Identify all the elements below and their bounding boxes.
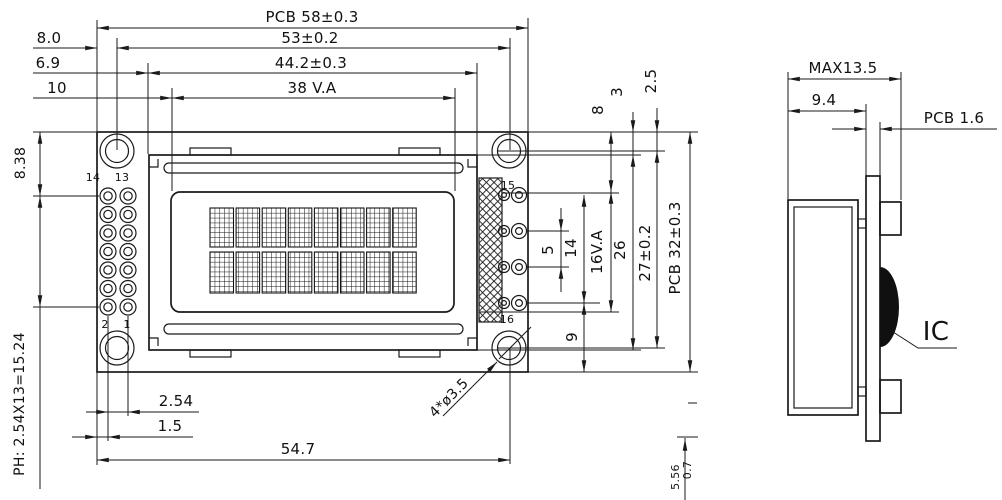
dim-pin-pitch: 2.54: [159, 392, 194, 410]
pin-label-1: 1: [123, 318, 130, 331]
dim-cut-a: 5.56: [669, 464, 682, 490]
bezel-corner-steps: [149, 159, 477, 346]
dim-pcb-top-to-bezel: 3: [608, 87, 626, 97]
dim-pcb-top-to-hole: 2.5: [642, 69, 660, 94]
dim-edge-to-va: 10: [47, 79, 67, 97]
dim-pcb-top-to-va: 8: [589, 105, 607, 115]
pin-label-2: 2: [101, 318, 108, 331]
pin-label-14: 14: [86, 171, 101, 184]
ic-label: IC: [923, 317, 949, 347]
dim-bezel-width: 44.2±0.3: [275, 54, 347, 72]
side-connector-top: [879, 201, 902, 236]
dim-pcb-width: PCB 58±0.3: [265, 8, 358, 26]
zebra-crosshatch-strip: [478, 177, 503, 323]
hole-diameter-callout: 4*ø3.5: [426, 375, 472, 421]
dim-right-pins-span: 14: [562, 238, 580, 258]
dim-pcb-height: PCB 32±0.3: [666, 201, 684, 294]
left-pin-header: [99, 187, 137, 316]
dim-module-thickness: 9.4: [812, 91, 837, 109]
character-cells: [209, 207, 417, 294]
dim-cut-b: 0.7: [681, 461, 694, 479]
dim-pin-offset: 1.5: [158, 417, 183, 435]
side-view: MAX13.5 9.4 PCB 1.6 IC: [787, 59, 997, 442]
side-body-inner-frame: [793, 206, 853, 409]
side-connector-bottom: [879, 379, 902, 414]
dim-pcb-thickness: PCB 1.6: [924, 109, 985, 127]
dim-bezel-height: 26: [611, 240, 629, 260]
dim-pin-to-pcb-bottom: 9: [563, 332, 581, 342]
side-spacer-top: [857, 218, 867, 229]
dim-va-width: 38 V.A: [287, 79, 336, 97]
display-window: [170, 191, 455, 313]
right-pads: [497, 186, 528, 312]
dim-edge-to-bezel: 6.9: [36, 54, 61, 72]
side-body-outline: [787, 199, 859, 416]
pin-header-note: PH: 2.54X13=15.24: [12, 332, 28, 476]
dimension-lines: [33, 25, 698, 500]
side-dimension-lines: [787, 76, 997, 349]
dim-right-pin-pitch: 5: [539, 245, 557, 255]
dim-edge-to-hole: 54.7: [281, 440, 316, 458]
side-extension-lines: [787, 72, 902, 200]
bezel-frame: [148, 154, 478, 351]
dim-hole-span-vertical: 27±0.2: [636, 224, 654, 281]
dim-hole-span: 53±0.2: [281, 29, 338, 47]
side-spacer-bottom: [857, 386, 867, 397]
dim-pcb-top-to-pin: 8.38: [13, 147, 29, 179]
side-pcb: [865, 175, 881, 442]
pin-label-13: 13: [115, 171, 130, 184]
dim-max-thickness: MAX13.5: [809, 59, 878, 77]
pin-label-15: 15: [501, 179, 516, 192]
bezel-slot-top: [163, 162, 464, 174]
front-view: [96, 131, 529, 373]
ic-blob: [880, 267, 899, 347]
bezel-slot-bottom: [163, 323, 464, 335]
pcb-outline: [96, 131, 529, 373]
dim-va-height: 16V.A: [588, 230, 606, 274]
dim-edge-offset-a: 8.0: [37, 29, 62, 47]
pin-label-16: 16: [500, 313, 515, 326]
